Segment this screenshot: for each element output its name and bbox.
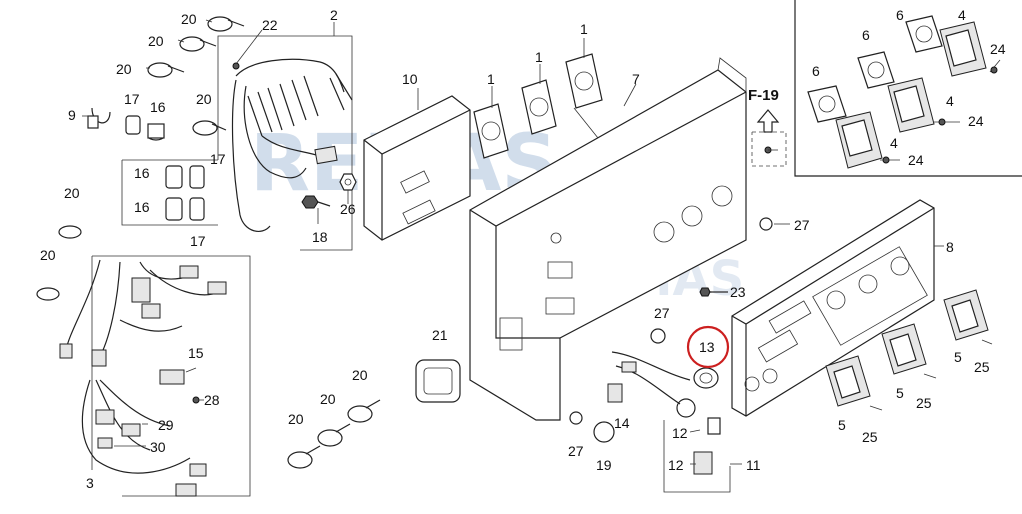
gasket-6-c [905, 15, 943, 53]
bracket-9 [87, 107, 111, 129]
label-6-b: 6 [862, 27, 870, 43]
label-30: 30 [150, 439, 166, 455]
label-3: 3 [86, 475, 94, 491]
label-21: 21 [432, 327, 448, 343]
label-5-c: 5 [954, 349, 962, 365]
label-20-9: 20 [288, 411, 304, 427]
label-20-4: 20 [196, 91, 212, 107]
inset-box: 6 6 6 4 4 4 24 24 24 [794, 0, 1022, 177]
label-29: 29 [158, 417, 174, 433]
gasket-1-c [565, 53, 603, 109]
label-12-a: 12 [672, 425, 688, 441]
label-17-3: 17 [190, 233, 206, 249]
label-10: 10 [402, 71, 418, 87]
reference-label: F-19 [748, 87, 779, 104]
label-17-2: 17 [210, 151, 226, 167]
receptacle-5-c [943, 289, 993, 345]
receptacles-5 [825, 289, 993, 411]
label-6-c: 6 [896, 7, 904, 23]
label-20-5: 20 [64, 185, 80, 201]
clips-20-bottom [287, 399, 381, 469]
frame-7 [469, 53, 747, 421]
label-14: 14 [614, 415, 630, 431]
label-23: 23 [730, 284, 746, 300]
gasket-1-a [473, 103, 509, 159]
label-5-b: 5 [896, 385, 904, 401]
label-22: 22 [262, 17, 278, 33]
label-20-6: 20 [40, 247, 56, 263]
label-20-3: 20 [116, 61, 132, 77]
label-25-a: 25 [862, 429, 878, 445]
receptacle-4-c [939, 21, 987, 77]
label-20-1: 20 [181, 11, 197, 27]
bolt-18 [301, 195, 331, 209]
arrow-up-icon [756, 109, 780, 133]
label-4-a: 4 [958, 7, 966, 23]
label-20-8: 20 [320, 391, 336, 407]
harness-group-2 [121, 22, 357, 251]
receptacle-4-b [887, 77, 935, 133]
boot-21 [415, 359, 461, 403]
clips-20-topleft [147, 16, 245, 136]
label-27-c: 27 [568, 443, 584, 459]
frame-openings [499, 185, 733, 351]
label-15: 15 [188, 345, 204, 361]
label-24-c: 24 [908, 152, 924, 168]
label-20-2: 20 [148, 33, 164, 49]
label-11: 11 [746, 457, 761, 473]
grommets-16-17 [125, 115, 205, 221]
receptacle-5-b [881, 323, 937, 379]
reference-f19: F-19 [748, 87, 787, 167]
label-20-7: 20 [352, 367, 368, 383]
label-19: 19 [596, 457, 612, 473]
label-2: 2 [330, 7, 338, 23]
label-24-a: 24 [990, 41, 1006, 57]
label-27-a: 27 [654, 305, 670, 321]
label-16-3: 16 [134, 199, 150, 215]
label-5-a: 5 [838, 417, 846, 433]
gasket-6-b [857, 51, 895, 89]
label-9: 9 [68, 107, 76, 123]
label-6-a: 6 [812, 63, 820, 79]
label-25-c: 25 [974, 359, 990, 375]
center-small-parts [415, 217, 773, 493]
label-1-c: 1 [580, 21, 588, 37]
label-4-c: 4 [890, 135, 898, 151]
label-1-b: 1 [535, 49, 543, 65]
label-16-1: 16 [150, 99, 166, 115]
leader-lines [82, 19, 944, 465]
label-24-b: 24 [968, 113, 984, 129]
label-1-a: 1 [487, 71, 495, 87]
label-7: 7 [632, 71, 640, 87]
label-25-b: 25 [916, 395, 932, 411]
label-28: 28 [204, 392, 220, 408]
gasket-6-a [807, 85, 847, 123]
label-4-b: 4 [946, 93, 954, 109]
label-18: 18 [312, 229, 328, 245]
label-8: 8 [946, 239, 954, 255]
harness-group-3 [36, 225, 251, 497]
label-26: 26 [340, 201, 356, 217]
box-10 [363, 95, 471, 241]
gasket-1-b [521, 79, 557, 135]
part-13 [693, 367, 719, 389]
receptacle-5-a [825, 355, 883, 411]
highlight-circle [686, 325, 730, 369]
screw-24-group [880, 59, 1001, 164]
part-labels: 20 22 2 20 20 20 9 17 16 17 16 16 17 10 … [40, 7, 990, 491]
label-13: 13 [699, 339, 715, 355]
label-17-1: 17 [124, 91, 140, 107]
label-27-b: 27 [794, 217, 810, 233]
receptacle-4-a [835, 111, 883, 169]
panel-8 [731, 199, 935, 417]
label-16-2: 16 [134, 165, 150, 181]
nut-26 [339, 173, 357, 191]
label-12-b: 12 [668, 457, 684, 473]
